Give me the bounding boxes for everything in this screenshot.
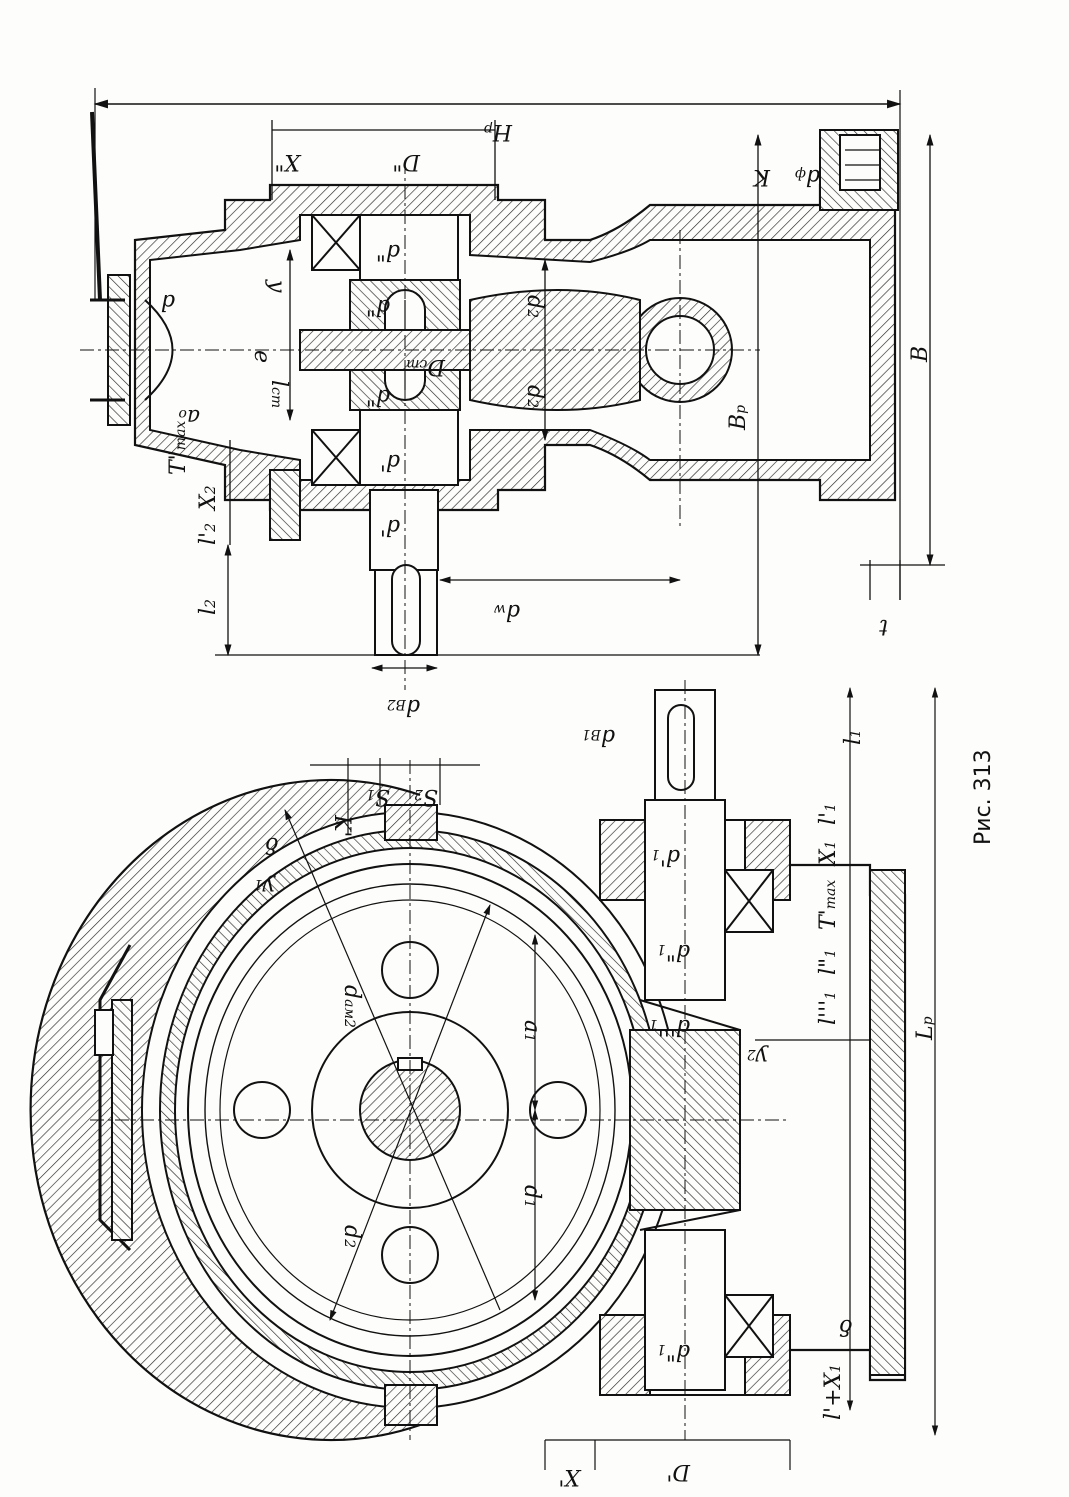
- label-dB1: dB1: [582, 724, 615, 749]
- label-l1ppp: l'''1: [816, 991, 841, 1025]
- label-Tmax: T"max: [166, 421, 191, 475]
- label-l2p: l'2: [196, 523, 221, 545]
- label-d1ppp: d'''1: [649, 1014, 690, 1039]
- label-d1: d1: [519, 1185, 544, 1208]
- label-Xp: X': [558, 1464, 582, 1489]
- label-d2p-b: d': [380, 514, 400, 539]
- dimension-lines: [215, 120, 945, 672]
- radial-dimensions: [284, 686, 939, 1470]
- label-l1p: l'1: [816, 803, 841, 825]
- side-view-labels: δ δ K' S1 S2 y1 daм2 d2 a1 d1 dB1 l1 l'1…: [254, 724, 938, 1489]
- label-d1pp-b: d"1: [657, 1339, 690, 1364]
- label-t: t: [879, 614, 888, 639]
- label-Bp: Bp: [726, 405, 751, 431]
- label-l1: l1: [841, 729, 866, 745]
- label-d2: d2: [339, 1225, 364, 1248]
- top-view-labels: Hp Bp B K dф t X" D" d" d2 d2 Dcm d" d" …: [161, 119, 933, 719]
- worm-bearing-bottom: [724, 1294, 774, 1358]
- label-T1max: T'max: [816, 880, 841, 930]
- label-d2-shaft: d2: [522, 295, 547, 318]
- label-B: B: [908, 346, 933, 363]
- centre-lines: [80, 160, 760, 690]
- label-d2pp-b: d": [366, 384, 390, 409]
- label-dcm: Dcm: [406, 354, 446, 379]
- label-X2pp: X": [274, 149, 302, 174]
- dimension-Hp: [90, 88, 902, 600]
- label-d2pp-top: d": [376, 239, 400, 264]
- label-delta-top: δ: [265, 832, 278, 857]
- label-X1: X1: [816, 840, 841, 867]
- label-dph: dф: [795, 164, 820, 189]
- label-l1pX1: l'+X1: [821, 1364, 846, 1420]
- label-X2: X2: [196, 485, 221, 512]
- label-S1: S1: [366, 784, 390, 809]
- label-delta-bottom: δ: [839, 1314, 852, 1339]
- label-a0: ao: [178, 404, 200, 429]
- label-d2-hub: d2: [522, 385, 547, 408]
- bearing-lower: [311, 429, 361, 486]
- worm-shaft: [299, 214, 601, 486]
- label-S2: S2: [414, 784, 438, 809]
- label-d2p: d': [380, 449, 400, 474]
- label-dw: dw: [494, 599, 520, 624]
- label-l2: l2: [196, 599, 221, 615]
- worm-bearing-top: [724, 869, 774, 933]
- label-d1p-a: d'1: [651, 844, 680, 869]
- label-dB2: dB2: [387, 694, 420, 719]
- label-Dp: D': [666, 1459, 691, 1484]
- bearing-upper: [311, 214, 361, 271]
- label-e: e: [249, 350, 274, 363]
- label-dam2: daм2: [339, 985, 364, 1028]
- side-view-section: [29, 680, 939, 1470]
- label-d2pp-a: d": [366, 294, 390, 319]
- label-y2: y2: [747, 1044, 769, 1069]
- label-K1: K': [329, 814, 354, 837]
- figure-caption: Рис. 313: [971, 749, 996, 845]
- label-y: y: [264, 279, 289, 293]
- label-a1: a1: [519, 1020, 544, 1042]
- label-Dpp: D": [392, 149, 421, 174]
- label-K: K: [752, 164, 771, 189]
- label-d-small: d: [161, 289, 175, 314]
- label-l1pp: l"1: [816, 949, 841, 975]
- top-view-section: [80, 88, 945, 690]
- label-lcm: lcm: [266, 380, 291, 408]
- label-Lp: Lp: [913, 1016, 938, 1041]
- output-shaft: [269, 469, 439, 656]
- label-d1pp: d"1: [657, 939, 690, 964]
- label-Hp: Hp: [484, 119, 513, 144]
- label-y1: y1: [254, 874, 276, 899]
